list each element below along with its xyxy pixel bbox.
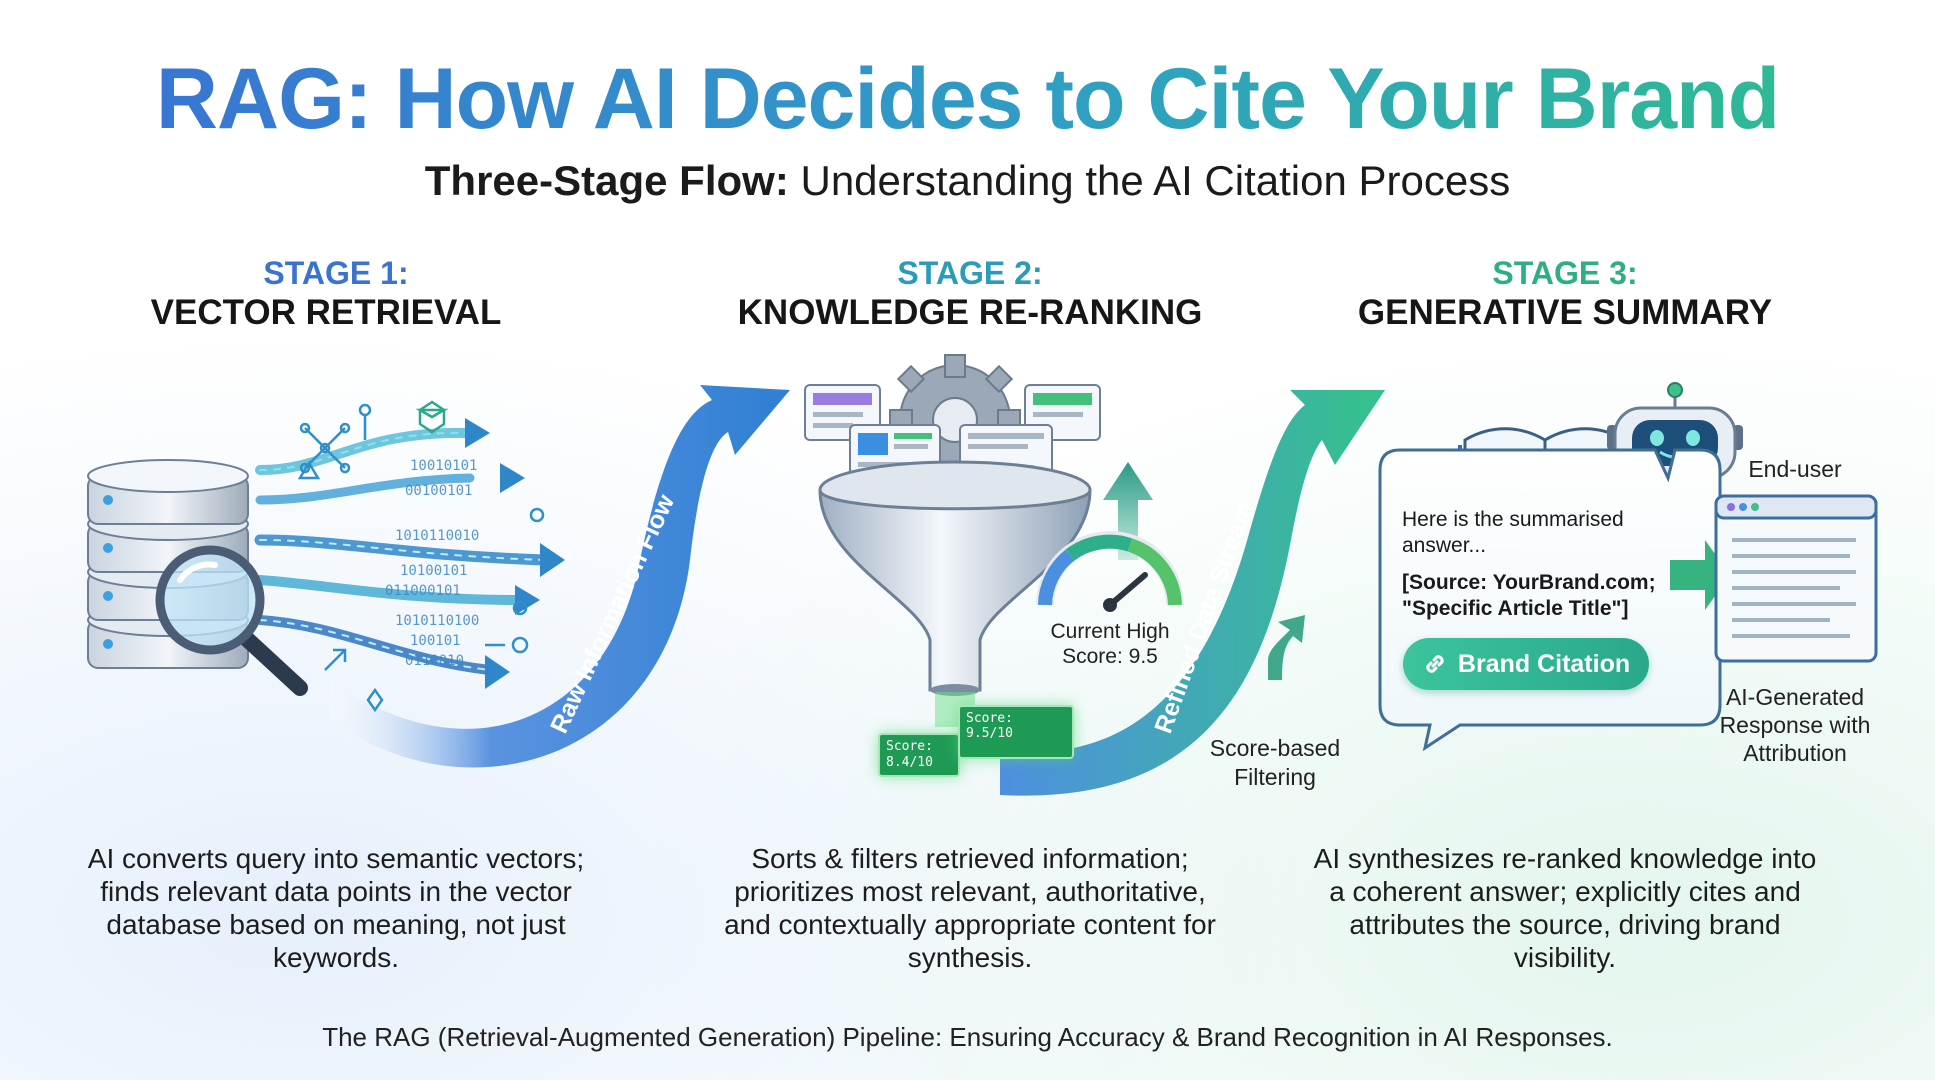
filter-label-line1: Score-based (1209, 735, 1341, 761)
end-user-label: End-user (1748, 456, 1842, 482)
svg-text:011000101: 011000101 (385, 583, 461, 599)
score-card-low-line1: Score: (886, 739, 933, 754)
stream-arrowheads (465, 418, 565, 689)
bubble-answer-line1: Here is the summarised (1402, 508, 1624, 531)
stage-1-number: STAGE 1: (263, 255, 409, 291)
svg-text:0110010: 0110010 (405, 653, 464, 669)
response-label-line2: Response with (1719, 712, 1871, 738)
subtitle-rest: Understanding the AI Citation Process (788, 157, 1511, 204)
refined-flow-arrow (1000, 390, 1385, 796)
page-title: RAG: How AI Decides to Cite Your Brand (0, 52, 1935, 147)
stage-2-description: Sorts & filters retrieved information; p… (724, 843, 1216, 973)
svg-text:1010110100: 1010110100 (395, 613, 479, 629)
svg-text:1010110010: 1010110010 (395, 528, 479, 544)
binary-text: 10010101 00100101 1010110010 10100101 01… (385, 458, 479, 669)
response-label: AI-Generated Response with Attribution (1690, 683, 1900, 767)
stage-2-number: STAGE 2: (897, 255, 1043, 291)
svg-text:10010101: 10010101 (410, 458, 477, 474)
filter-label-line2: Filtering (1234, 764, 1316, 790)
magnifier-icon (155, 545, 308, 696)
stage-2-name: KNOWLEDGE RE-RANKING (737, 293, 1203, 332)
response-label-line3: Attribution (1743, 740, 1847, 766)
browser-window-icon (1714, 494, 1878, 663)
score-card-low: Score: 8.4/10 (878, 733, 960, 777)
score-card-high-text: Score: 9.5/10 (966, 711, 1013, 741)
stage-3-description: AI synthesizes re-ranked knowledge into … (1313, 843, 1817, 973)
brand-citation-button[interactable]: Brand Citation (1403, 638, 1649, 690)
stage-3-number: STAGE 3: (1492, 255, 1638, 291)
bubble-source: [Source: YourBrand.com; "Specific Articl… (1402, 570, 1702, 622)
stage-3-name: GENERATIVE SUMMARY (1357, 293, 1773, 332)
up-arrow-icon (1103, 462, 1153, 560)
brand-citation-label: Brand Citation (1457, 649, 1631, 678)
subtitle-bold: Three-Stage Flow: (424, 157, 789, 204)
page-subtitle: Three-Stage Flow: Understanding the AI C… (0, 157, 1935, 205)
bubble-answer-line2: answer... (1402, 534, 1487, 557)
data-streams (254, 427, 551, 675)
stage-1-description: AI converts query into semantic vectors;… (87, 843, 585, 973)
svg-text:00100101: 00100101 (405, 483, 472, 499)
raw-flow-arrow (330, 385, 790, 768)
link-icon (1426, 655, 1444, 673)
gauge-label: Current High Score: 9.5 (1030, 619, 1190, 669)
gauge-label-line2: Score: 9.5 (1062, 645, 1158, 668)
bubble-source-line2: "Specific Article Title"] (1402, 597, 1629, 620)
score-card-low-line2: 8.4/10 (886, 755, 933, 770)
svg-text:10100101: 10100101 (400, 563, 467, 579)
filter-label: Score-based Filtering (1190, 734, 1360, 792)
response-label-line1: AI-Generated (1725, 684, 1865, 710)
svg-text:100101: 100101 (410, 633, 461, 649)
bubble-answer: Here is the summarised answer... (1402, 507, 1702, 559)
gauge-icon (1036, 531, 1184, 612)
footer-caption: The RAG (Retrieval-Augmented Generation)… (322, 1022, 1613, 1052)
network-icons (297, 400, 545, 713)
score-card-high: Score: 9.5/10 (958, 705, 1074, 759)
up-arrow-icon-small (1268, 615, 1305, 680)
gauge-label-line1: Current High (1050, 620, 1170, 643)
stage-1-name: VECTOR RETRIEVAL (150, 293, 502, 332)
bubble-source-line1: [Source: YourBrand.com; (1402, 571, 1656, 594)
funnel-icon (818, 460, 1092, 696)
